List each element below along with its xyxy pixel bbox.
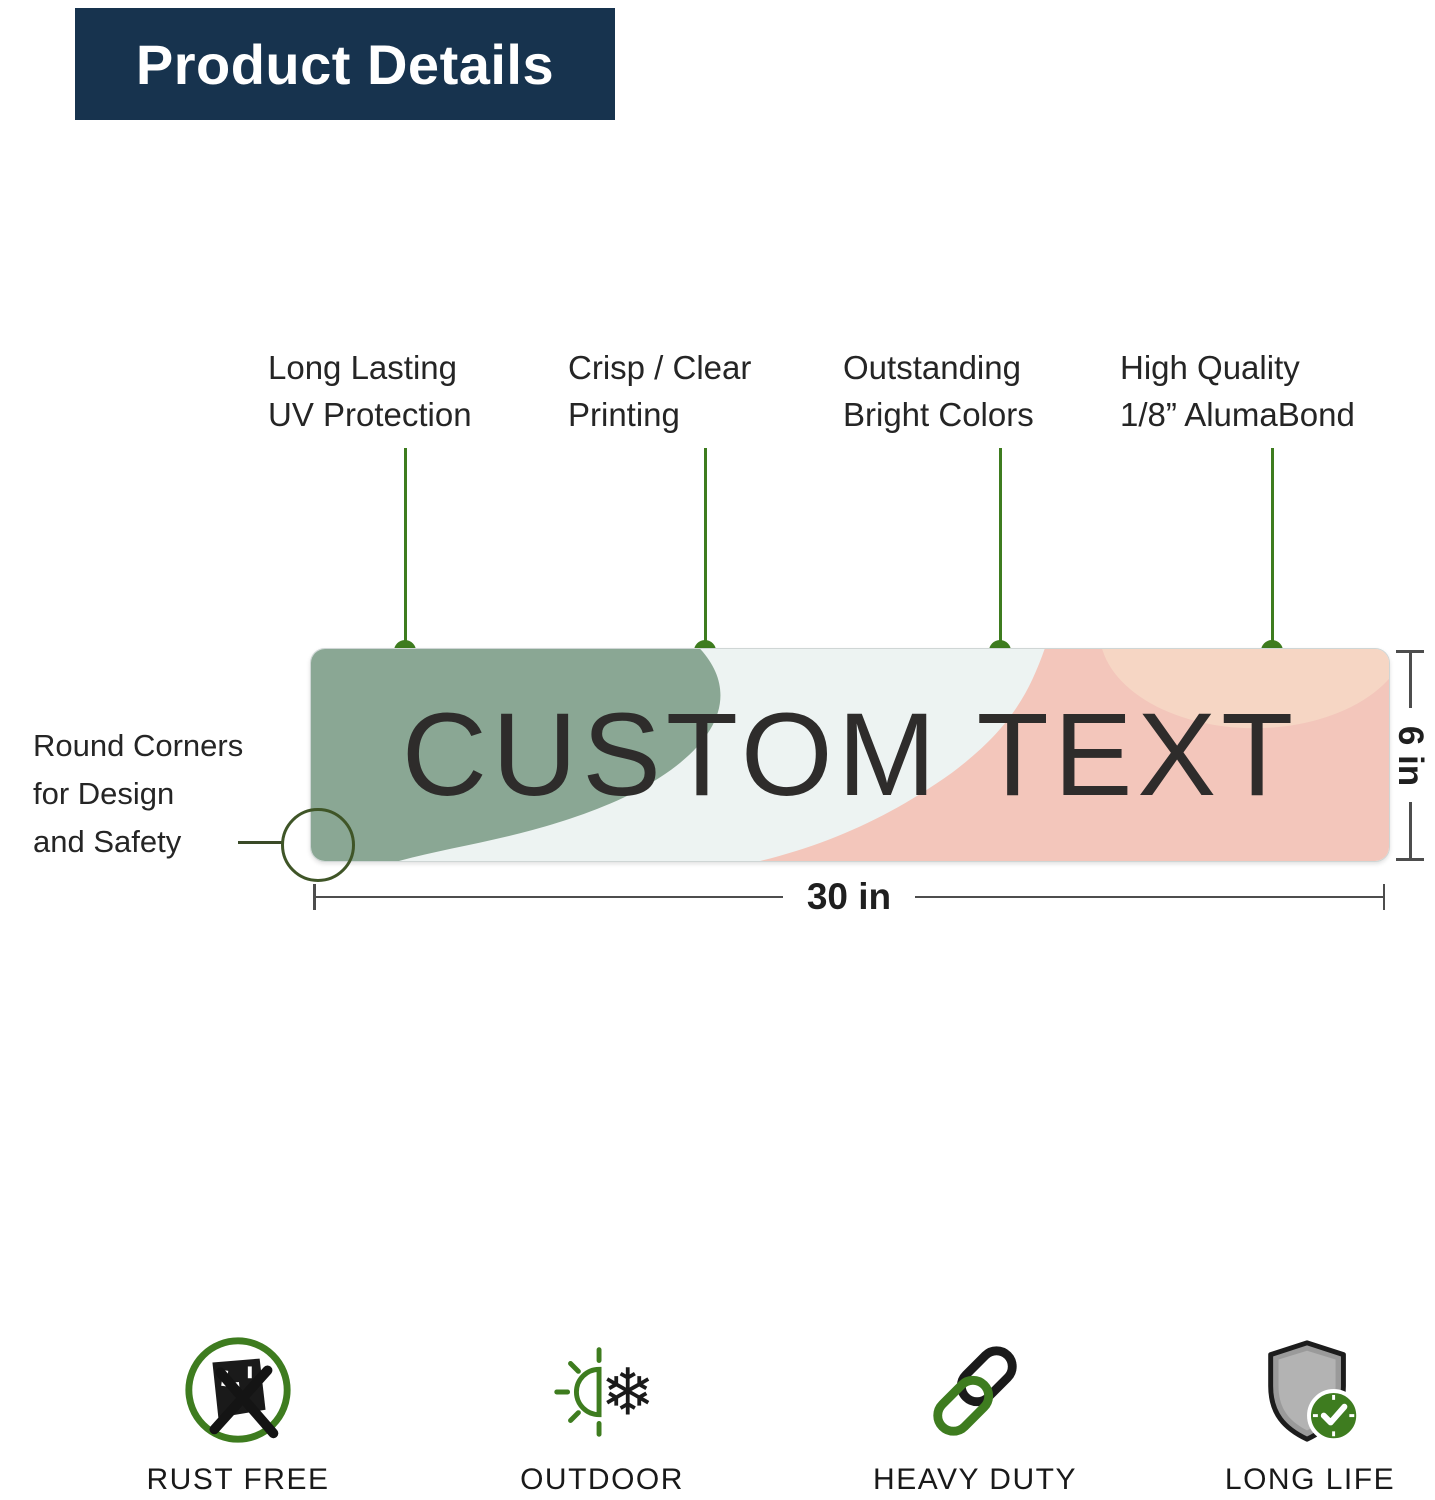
outdoor-icon: ❄ — [554, 1347, 655, 1437]
corner-pointer-line — [238, 841, 284, 844]
feature-label: HEAVY DUTY — [873, 1463, 1077, 1496]
dimension-line — [1409, 652, 1412, 708]
feature-rust-free: RUST FREE — [98, 1333, 378, 1497]
svg-text:❄: ❄ — [600, 1356, 654, 1431]
sign-custom-text: CUSTOM TEXT — [401, 689, 1299, 821]
leader-line — [1271, 448, 1274, 650]
width-dimension: 30 in — [313, 875, 1386, 919]
corner-highlight-circle — [281, 808, 355, 882]
callout-uv-protection: Long Lasting UV Protection — [268, 349, 472, 433]
rust-free-icon — [185, 1337, 291, 1443]
heavy-duty-icon — [933, 1346, 1017, 1436]
sign-preview: CUSTOM TEXT — [310, 648, 1390, 862]
header-banner: Product Details — [75, 8, 615, 120]
feature-heavy-duty: HEAVY DUTY — [835, 1333, 1115, 1497]
width-dimension-label: 30 in — [806, 876, 892, 917]
height-dimension-label: 6 in — [1391, 725, 1430, 787]
long-life-icon — [1268, 1340, 1361, 1443]
dimension-line — [313, 895, 783, 899]
corner-note: Round Corners for Design and Safety — [33, 728, 244, 860]
height-dimension-tick-top — [1396, 650, 1424, 653]
feature-long-life: LONG LIFE — [1170, 1333, 1435, 1497]
feature-label: OUTDOOR — [520, 1463, 684, 1496]
callout-alumabond: High Quality 1/8” AlumaBond — [1120, 349, 1355, 433]
sign-background-art — [311, 649, 1389, 861]
leader-line — [404, 448, 407, 650]
feature-label: RUST FREE — [146, 1463, 330, 1496]
feature-outdoor: ❄ OUTDOOR — [462, 1333, 742, 1497]
callout-bright-colors: Outstanding Bright Colors — [843, 349, 1034, 433]
dimension-line — [1409, 802, 1412, 858]
feature-label: LONG LIFE — [1224, 1463, 1396, 1496]
leader-line — [999, 448, 1002, 650]
leader-line — [704, 448, 707, 650]
page-title: Product Details — [135, 32, 555, 96]
height-dimension-tick-bottom — [1396, 858, 1424, 861]
dimension-line — [915, 895, 1386, 899]
callout-crisp-printing: Crisp / Clear Printing — [568, 349, 752, 433]
